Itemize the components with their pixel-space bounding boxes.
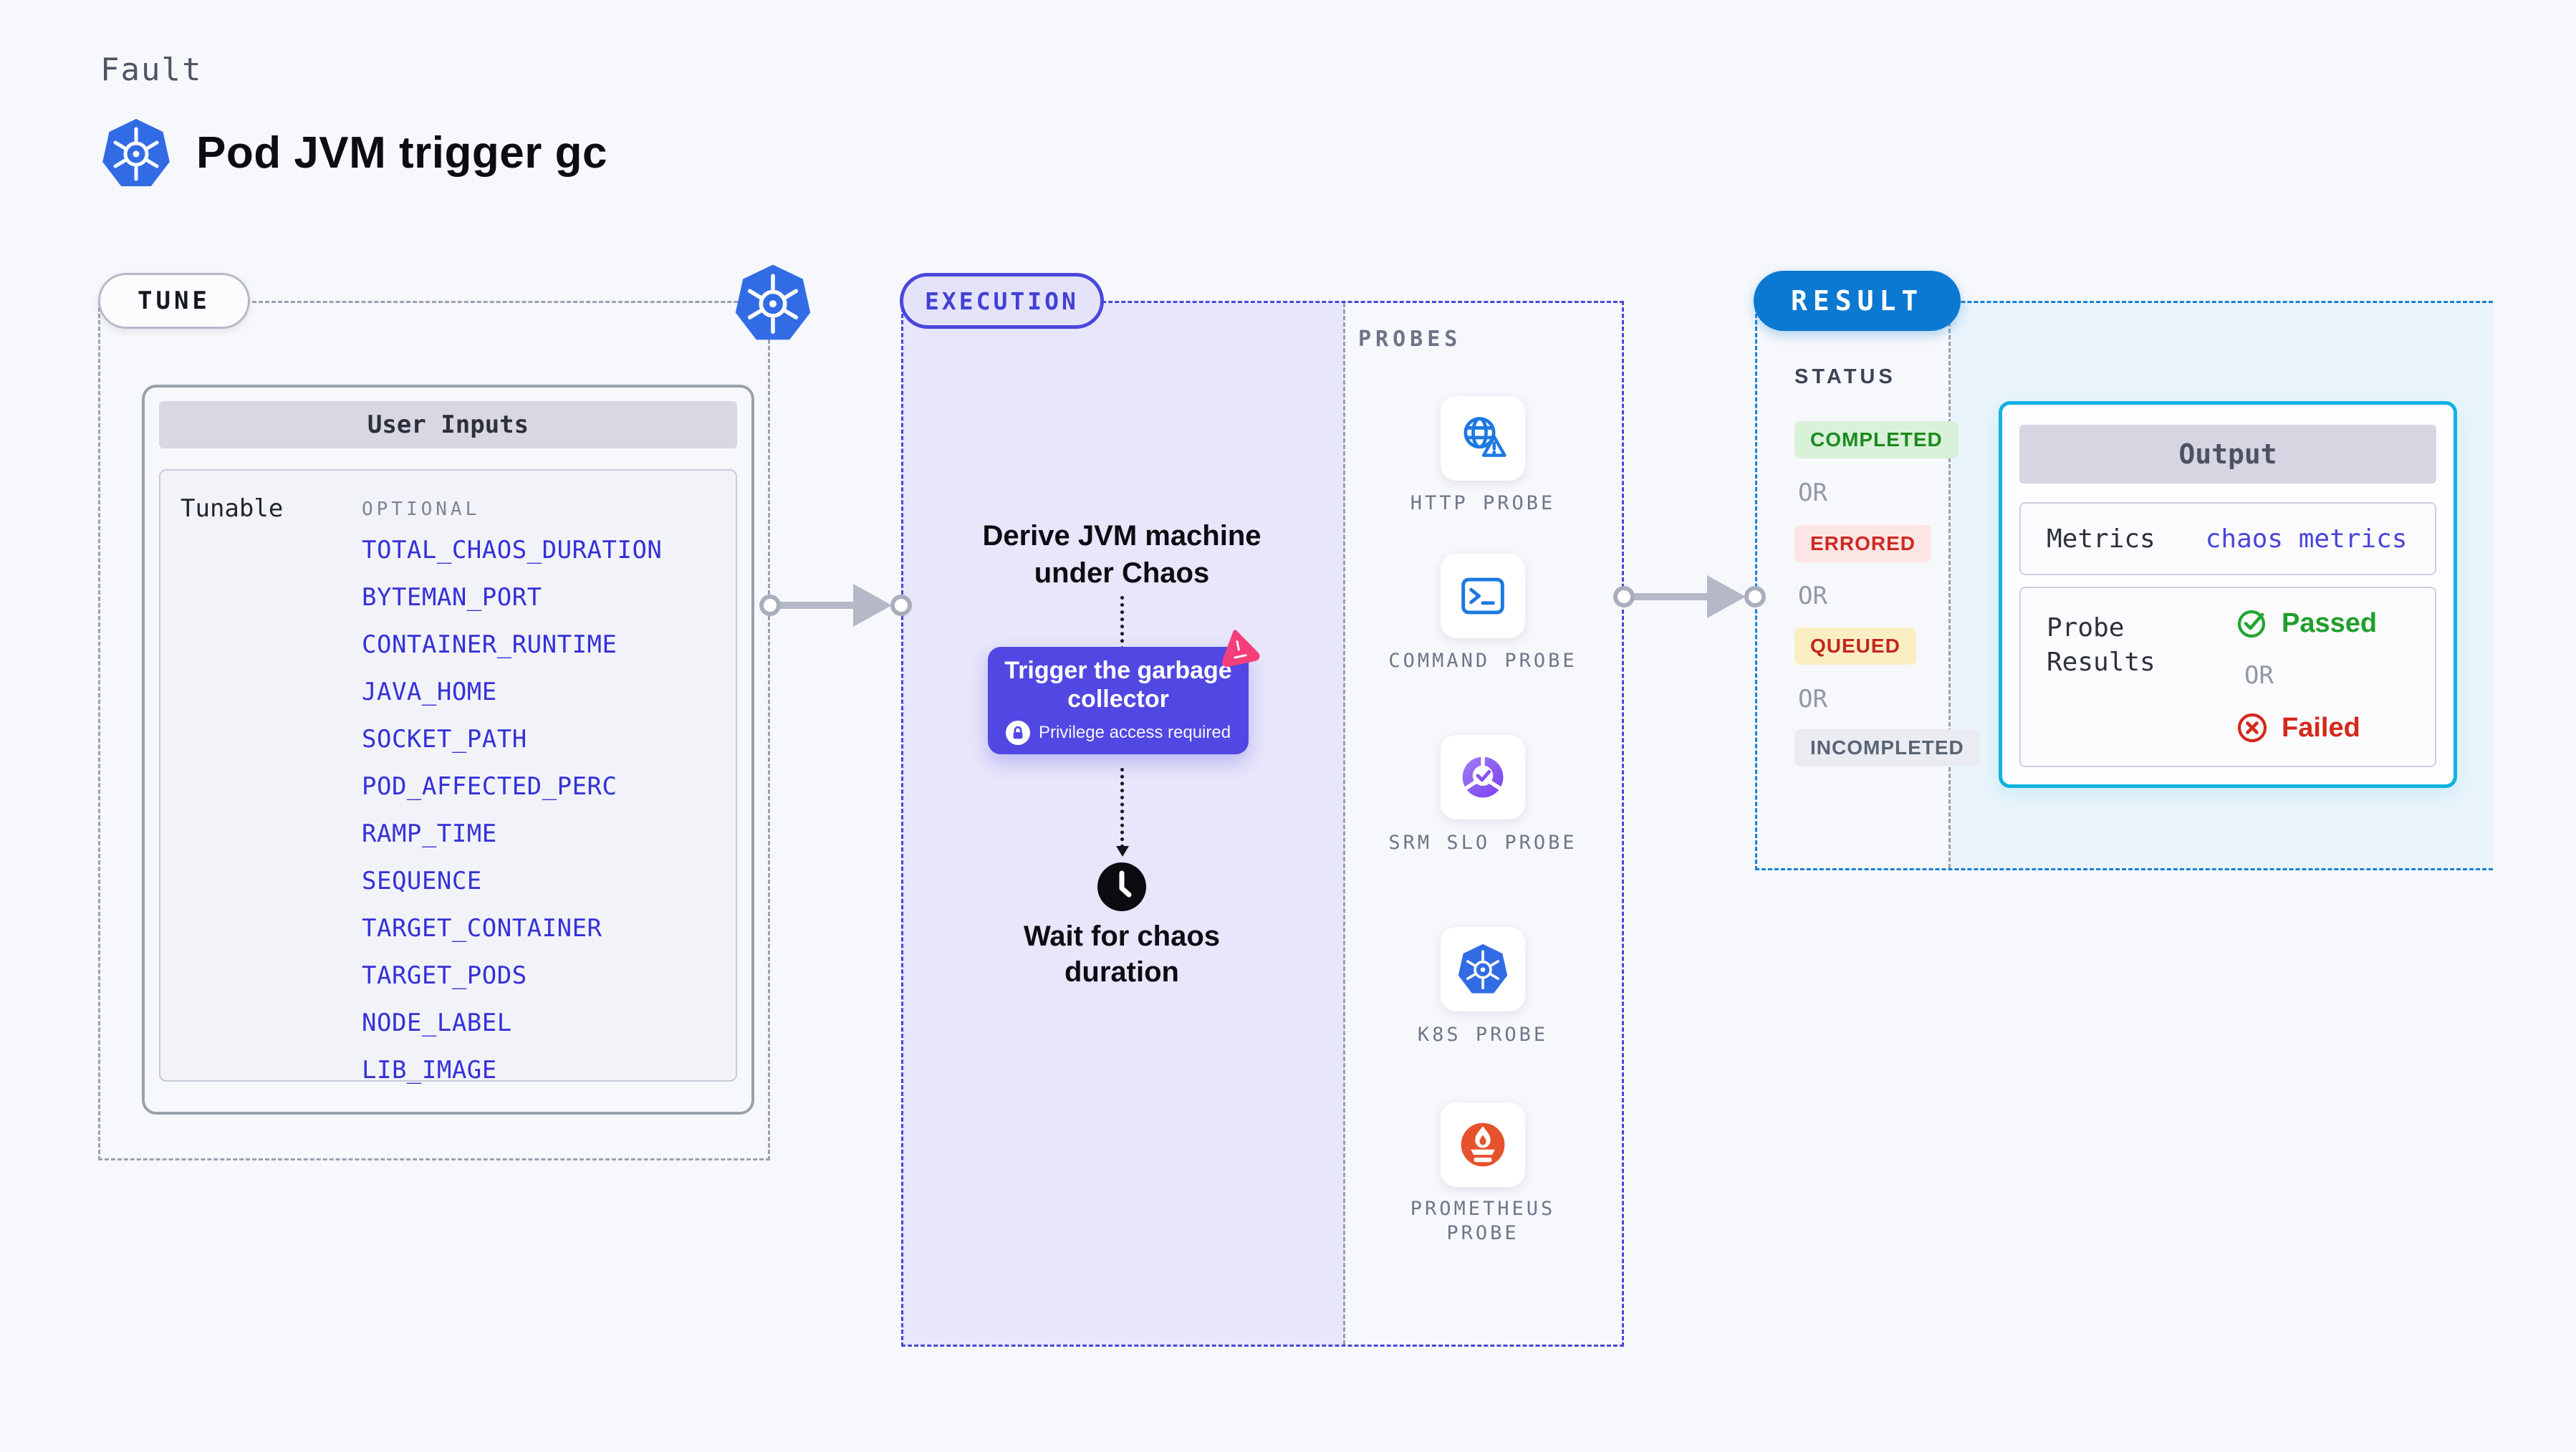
metrics-row: Metrics chaos metrics bbox=[2019, 502, 2436, 575]
page-kicker: Fault bbox=[100, 52, 203, 88]
check-circle-icon bbox=[2237, 610, 2266, 638]
globe-alert-icon bbox=[1464, 417, 1506, 457]
page-title: Pod JVM trigger gc bbox=[196, 128, 607, 178]
flow-connector-down bbox=[1116, 768, 1129, 857]
metrics-label: Metrics bbox=[2047, 524, 2156, 554]
execution-lane-background bbox=[903, 303, 1345, 1345]
probe-label: COMMAND PROBE bbox=[1388, 650, 1577, 672]
tune-badge: TUNE bbox=[98, 273, 250, 329]
tunable-link[interactable]: CONTAINER_RUNTIME bbox=[362, 630, 617, 659]
status-badge-incompleted: INCOMPLETED bbox=[1794, 729, 1980, 766]
optional-label: OPTIONAL bbox=[362, 499, 481, 520]
probes-label: PROBES bbox=[1358, 327, 1462, 352]
tunable-link[interactable]: NODE_LABEL bbox=[362, 1009, 512, 1037]
probe-results-label: Probe Results bbox=[2047, 613, 2156, 677]
failed-result: Failed bbox=[2236, 711, 2360, 744]
kubernetes-icon bbox=[1458, 943, 1508, 994]
prometheus-flame-icon bbox=[1461, 1122, 1505, 1167]
status-output-divider bbox=[1948, 303, 1951, 868]
tunable-link[interactable]: LIB_IMAGE bbox=[362, 1056, 497, 1085]
privilege-note: Privilege access required bbox=[1038, 723, 1231, 742]
tunable-link[interactable]: SOCKET_PATH bbox=[362, 725, 527, 754]
passed-result: Passed bbox=[2236, 607, 2377, 640]
tunable-list: TOTAL_CHAOS_DURATION BYTEMAN_PORT CONTAI… bbox=[362, 536, 662, 1085]
tunable-link[interactable]: BYTEMAN_PORT bbox=[362, 583, 542, 612]
metrics-value-link[interactable]: chaos metrics bbox=[2205, 524, 2408, 554]
execution-badge: EXECUTION bbox=[900, 273, 1104, 329]
tunable-link[interactable]: TARGET_PODS bbox=[362, 961, 527, 990]
passed-label: Passed bbox=[2282, 607, 2378, 638]
tunable-link[interactable]: RAMP_TIME bbox=[362, 819, 497, 848]
result-badge: RESULT bbox=[1754, 271, 1961, 331]
srm-slo-probe-card bbox=[1441, 735, 1525, 819]
x-circle-icon bbox=[2237, 713, 2267, 743]
kubernetes-icon bbox=[735, 264, 811, 340]
probe-results-row: Probe Results Passed OR Failed bbox=[2019, 587, 2436, 767]
execution-section-container bbox=[901, 301, 1624, 1347]
lock-icon bbox=[1005, 721, 1030, 745]
privilege-note-row: Privilege access required bbox=[1005, 721, 1231, 745]
command-probe-card bbox=[1441, 554, 1525, 638]
or-label: OR bbox=[2244, 661, 2274, 690]
slo-pie-check-icon bbox=[1462, 756, 1504, 798]
tunable-label: Tunable bbox=[181, 494, 284, 523]
user-inputs-title: User Inputs bbox=[159, 401, 737, 448]
tunables-panel bbox=[159, 469, 737, 1082]
page-title-row: Pod JVM trigger gc bbox=[100, 116, 607, 191]
or-label: OR bbox=[1798, 479, 1827, 507]
http-probe-card bbox=[1441, 396, 1525, 481]
tune-to-execution-arrow bbox=[759, 573, 912, 638]
probe-label: SRM SLO PROBE bbox=[1388, 832, 1577, 854]
execution-to-result-arrow bbox=[1613, 564, 1766, 629]
tunable-link[interactable]: TOTAL_CHAOS_DURATION bbox=[362, 536, 663, 564]
user-inputs-card bbox=[142, 385, 754, 1115]
derive-jvm-step: Derive JVM machine under Chaos bbox=[982, 520, 1261, 589]
litmus-chaos-icon bbox=[1222, 630, 1260, 667]
status-badge-completed: COMPLETED bbox=[1794, 421, 1959, 458]
probe-label: PROMETHEUS PROBE bbox=[1410, 1198, 1556, 1244]
terminal-icon bbox=[1461, 577, 1504, 615]
output-card: Output Metrics chaos metrics Probe Resul… bbox=[1999, 401, 2457, 788]
status-badge-errored: ERRORED bbox=[1794, 525, 1932, 562]
clock-icon bbox=[1097, 862, 1146, 911]
kubernetes-icon bbox=[102, 119, 170, 186]
tunable-link[interactable]: SEQUENCE bbox=[362, 867, 482, 895]
or-label: OR bbox=[1798, 685, 1827, 713]
tunable-link[interactable]: JAVA_HOME bbox=[362, 678, 497, 706]
tune-section-container bbox=[98, 301, 770, 1160]
trigger-gc-button[interactable]: Trigger the garbage collector Privilege … bbox=[988, 647, 1249, 754]
wait-chaos-step: Wait for chaos duration bbox=[1023, 920, 1221, 988]
tunable-link[interactable]: TARGET_CONTAINER bbox=[362, 914, 602, 943]
trigger-gc-label: Trigger the garbage collector bbox=[1004, 657, 1232, 713]
tunable-link[interactable]: POD_AFFECTED_PERC bbox=[362, 772, 617, 801]
prometheus-probe-card bbox=[1441, 1102, 1525, 1187]
output-title: Output bbox=[2019, 425, 2436, 484]
status-badge-queued: QUEUED bbox=[1794, 628, 1916, 665]
k8s-probe-card bbox=[1441, 927, 1525, 1011]
status-label: STATUS bbox=[1794, 365, 1896, 388]
probe-label: K8S PROBE bbox=[1417, 1024, 1549, 1046]
failed-label: Failed bbox=[2282, 712, 2360, 743]
execution-probes-divider bbox=[1343, 303, 1345, 1345]
or-label: OR bbox=[1798, 582, 1827, 610]
probe-label: HTTP PROBE bbox=[1410, 492, 1556, 514]
